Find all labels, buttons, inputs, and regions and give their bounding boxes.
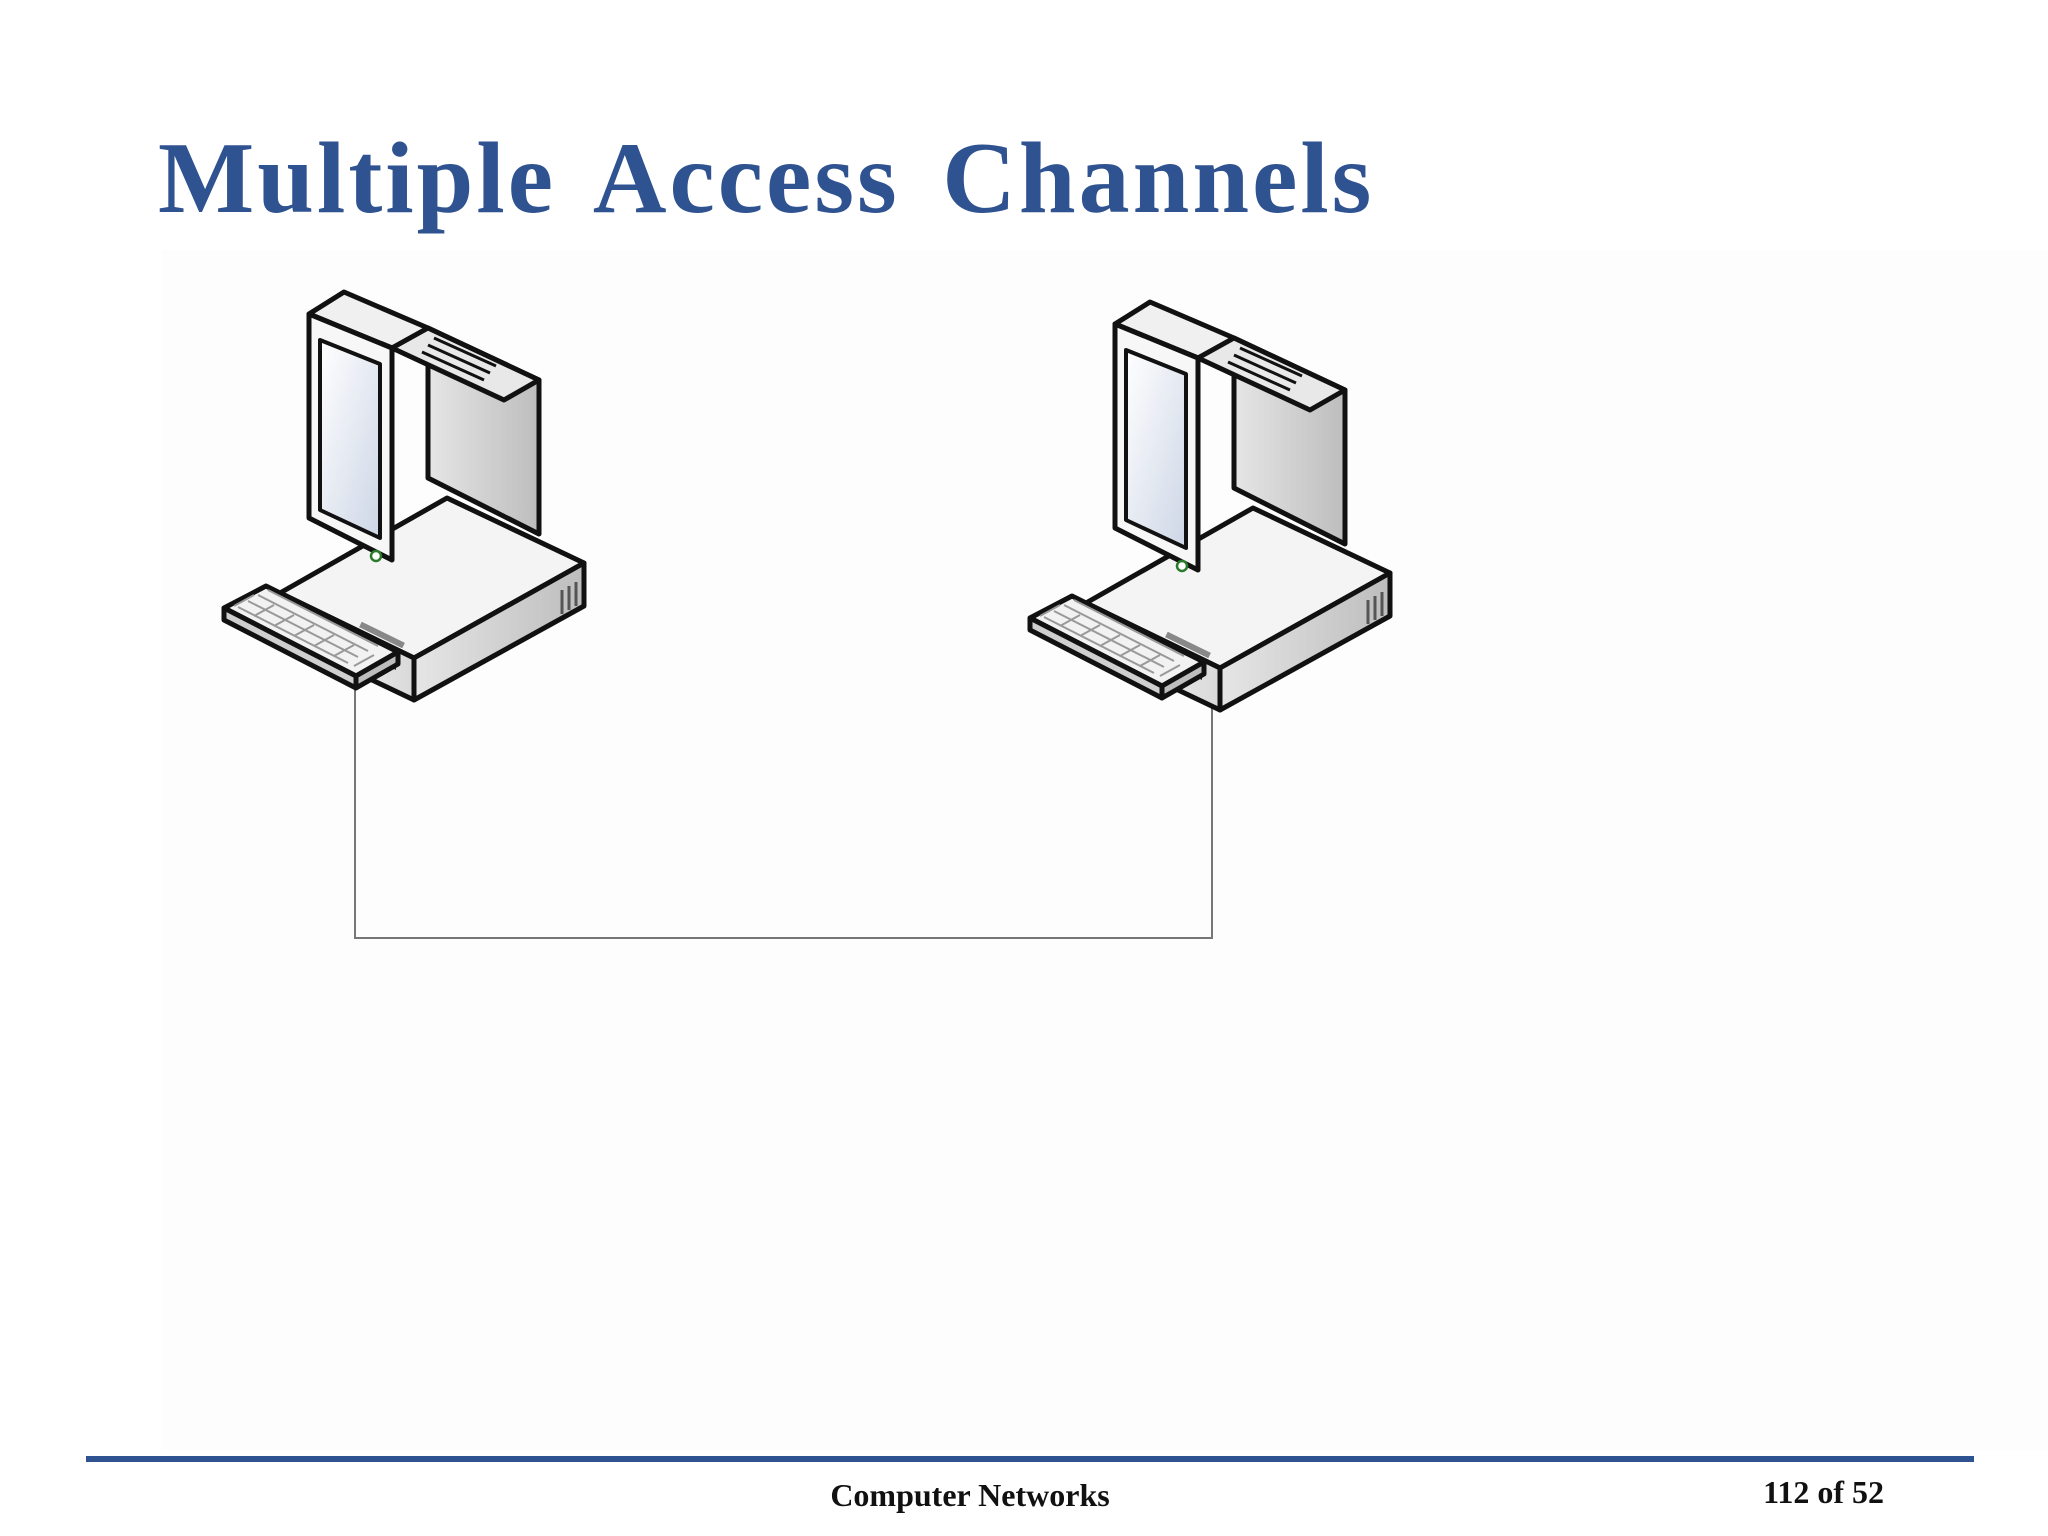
desktop-computer-icon	[1030, 302, 1390, 710]
desktop-computer-icon	[224, 292, 584, 700]
footer-rule	[86, 1456, 1974, 1462]
channel-line	[354, 660, 1213, 939]
footer-page-number: 112 of 52	[1763, 1474, 1884, 1510]
slide-title: Multiple Access Channels	[158, 122, 1375, 235]
footer-course-title: Computer Networks	[830, 1477, 1110, 1513]
